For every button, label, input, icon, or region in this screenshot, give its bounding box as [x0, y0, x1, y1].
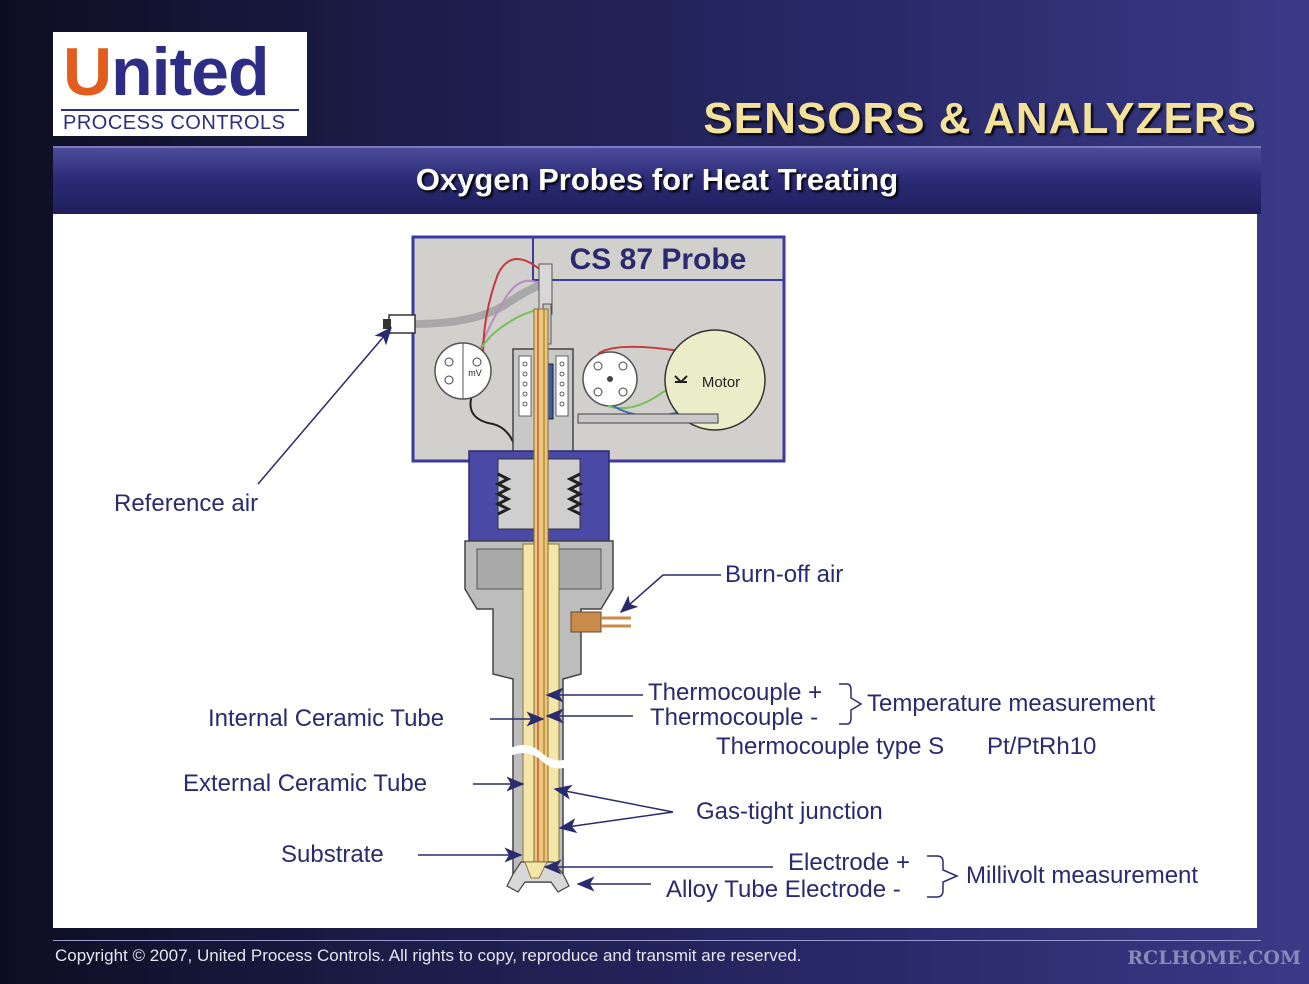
logo-rule	[61, 109, 299, 111]
temperature-measurement-label: Temperature measurement	[867, 690, 1156, 717]
motor-shaft	[577, 413, 719, 424]
logo-subtitle: PROCESS CONTROLS	[63, 112, 286, 134]
diagram-panel: CS 87 Probe mV Motor	[53, 214, 1257, 928]
gas-tight-arrow-lower	[558, 811, 674, 834]
burn-off-air-port	[570, 611, 602, 633]
electrode-plus-label: Electrode +	[788, 849, 911, 876]
burn-off-air-arrow	[619, 574, 721, 613]
logo-wordmark: United	[63, 34, 270, 110]
thermocouple-plus-label: Thermocouple +	[648, 679, 823, 706]
temperature-brace	[839, 683, 863, 725]
reference-air-label: Reference air	[114, 490, 259, 517]
motor	[664, 329, 766, 431]
slide-title: Oxygen Probes for Heat Treating	[415, 162, 899, 197]
millivolt-measurement-label: Millivolt measurement	[966, 862, 1199, 889]
alloy-tube-electrode-label: Alloy Tube Electrode -	[666, 876, 901, 903]
probe-diagram: CS 87 Probe mV Motor	[257, 235, 959, 898]
mv-label: mV	[468, 368, 482, 378]
gas-tight-arrow-upper	[553, 784, 674, 813]
internal-ceramic-tube-label: Internal Ceramic Tube	[208, 705, 445, 732]
company-logo: United PROCESS CONTROLS	[53, 32, 307, 136]
reference-air-fitting	[388, 314, 416, 334]
thermocouple-type-label: Thermocouple type S	[716, 733, 945, 760]
burn-off-air-label: Burn-off air	[725, 561, 844, 588]
break-mark	[508, 745, 578, 769]
external-ceramic-tube-label: External Ceramic Tube	[183, 770, 428, 797]
pt-ptrh10-label: Pt/PtRh10	[987, 733, 1097, 760]
page-title: SENSORS & ANALYZERS	[703, 94, 1257, 143]
millivolt-brace	[927, 855, 959, 898]
reference-air-arrow	[257, 326, 392, 485]
copyright-text: Copyright © 2007, United Process Control…	[55, 946, 802, 965]
motor-label: Motor	[702, 374, 740, 391]
thermocouple-minus-label: Thermocouple -	[650, 704, 819, 731]
watermark: RCLHOME.COM	[1127, 947, 1301, 969]
gas-tight-junction-label: Gas-tight junction	[696, 798, 883, 825]
reference-air-hose	[412, 280, 546, 328]
title-band: Oxygen Probes for Heat Treating	[53, 146, 1261, 214]
footer-divider	[53, 940, 1261, 941]
probe-title: CS 87 Probe	[570, 243, 747, 276]
internal-ceramic-tube	[533, 308, 549, 863]
substrate-label: Substrate	[281, 841, 384, 868]
